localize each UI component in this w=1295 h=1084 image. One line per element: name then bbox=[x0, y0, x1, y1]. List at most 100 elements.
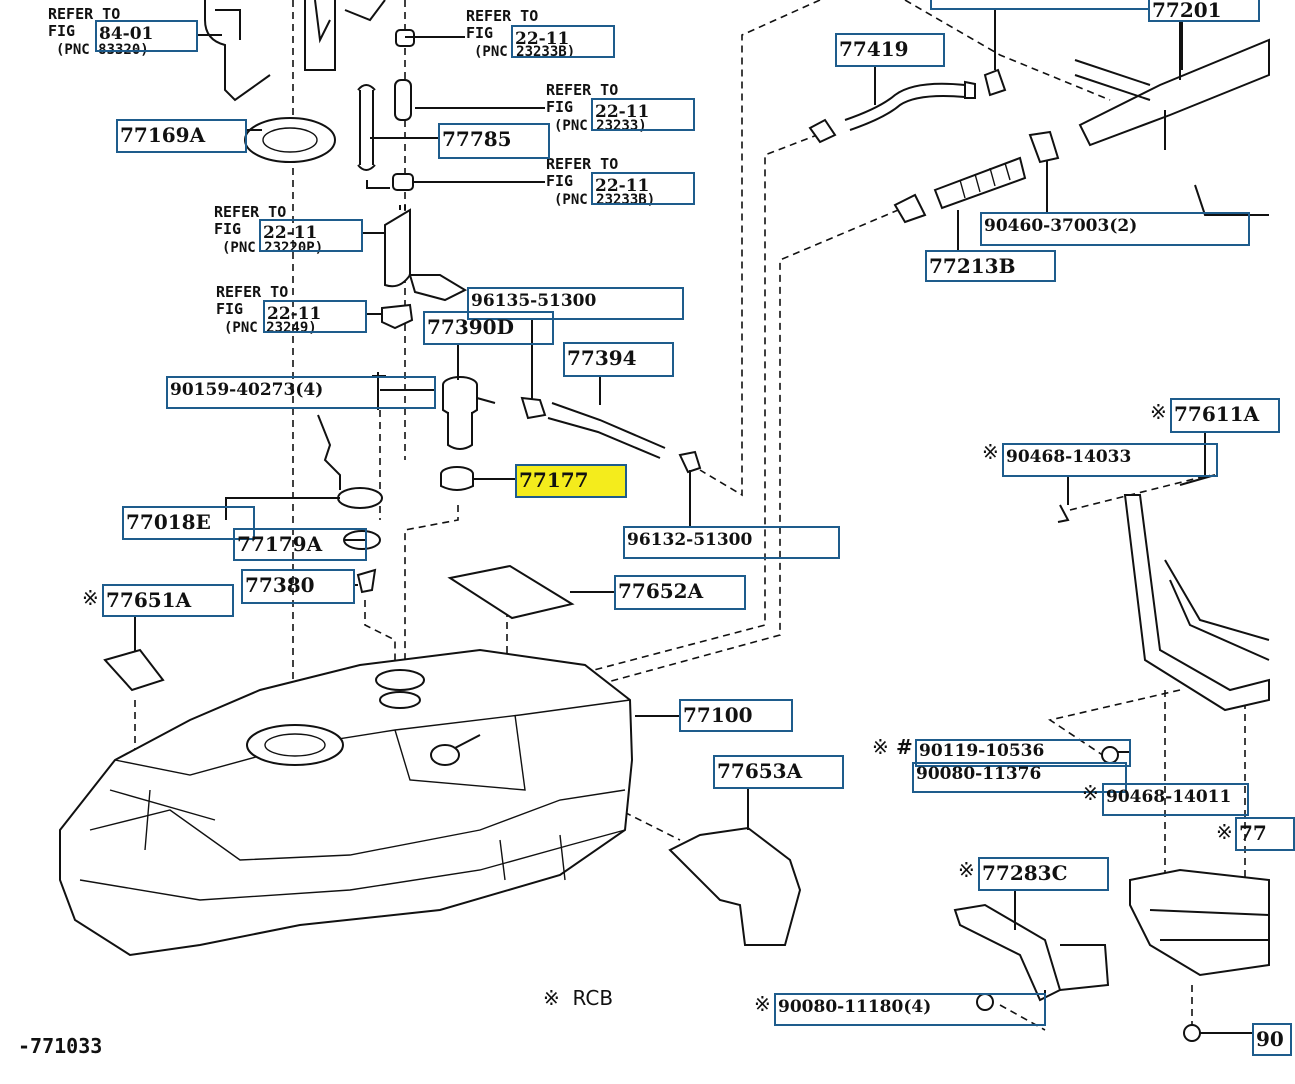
note-mark-icon: ※ bbox=[1216, 820, 1233, 844]
gasket-part bbox=[244, 117, 336, 163]
part-label-96132-51300[interactable]: 96132-51300 bbox=[623, 526, 840, 559]
tank-protector-part bbox=[1129, 868, 1270, 977]
fig-ref-84-01[interactable]: 84-01 bbox=[95, 20, 198, 52]
hose-part bbox=[844, 82, 966, 131]
note-mark-icon: ※ bbox=[754, 992, 771, 1016]
tank-inlet-part bbox=[430, 744, 460, 766]
leader-lines bbox=[134, 10, 1206, 1010]
note-mark-icon: ※ bbox=[1150, 400, 1167, 424]
drawing-code: -771033 bbox=[18, 1034, 103, 1058]
part-label-77177-highlighted[interactable]: 77177 bbox=[515, 464, 627, 498]
refer-callout-22-11-e: REFER TO FIG (PNC 23249) bbox=[216, 283, 317, 336]
part-label-77100[interactable]: 77100 bbox=[679, 699, 793, 732]
part-label-77785[interactable]: 77785 bbox=[438, 123, 550, 159]
routing-line bbox=[559, 779, 681, 841]
part-label-96135-51300[interactable]: 96135-51300 bbox=[467, 287, 684, 320]
part-label-77611A[interactable]: 77611A bbox=[1170, 398, 1280, 433]
stay-bracket-part bbox=[1059, 944, 1110, 991]
assembly-line bbox=[404, 505, 459, 690]
fig-ref-22-11-c[interactable]: 22-11 bbox=[591, 172, 695, 205]
grommet-part bbox=[440, 474, 474, 491]
fuel-tank-part bbox=[394, 714, 526, 791]
leader-line bbox=[225, 497, 340, 520]
fuel-gauge-rod-part bbox=[357, 84, 376, 171]
clip-part bbox=[678, 450, 702, 474]
fig-ref-22-11-e[interactable]: 22-11 bbox=[263, 300, 367, 333]
fuel-tank-part bbox=[89, 789, 626, 861]
pump-filter-part bbox=[408, 274, 468, 302]
part-label-77201[interactable]: 77201 bbox=[1148, 0, 1260, 22]
tank-band-part bbox=[1164, 559, 1270, 661]
routing-line bbox=[479, 129, 831, 701]
filler-hose-part bbox=[959, 162, 1011, 199]
clamp-part bbox=[983, 68, 1007, 97]
part-label-90468-14011[interactable]: 90468-14011 bbox=[1102, 783, 1249, 816]
note-mark-icon: ※ bbox=[958, 858, 975, 882]
tank-pad-part bbox=[447, 564, 575, 620]
part-label-77419[interactable]: 77419 bbox=[835, 33, 945, 67]
fig-ref-22-11-a[interactable]: 22-11 bbox=[511, 25, 615, 58]
note-mark-icon: ※ bbox=[82, 586, 99, 610]
fuel-tank-part bbox=[59, 648, 634, 957]
valve-part bbox=[442, 385, 478, 417]
stay-bracket-part bbox=[953, 903, 1062, 1002]
legend: ※ RCB bbox=[543, 986, 613, 1010]
fuel-pump-part bbox=[399, 205, 406, 210]
part-label-77652A[interactable]: 77652A bbox=[614, 575, 746, 610]
sender-gauge-part bbox=[317, 414, 341, 490]
fig-ref-22-11-d[interactable]: 22-11 bbox=[259, 219, 363, 252]
part-label-90159-40273[interactable]: 90159-40273(4) bbox=[166, 376, 436, 409]
part-label-90460-37003[interactable]: 90460-37003(2) bbox=[980, 212, 1250, 246]
cushion-part bbox=[381, 303, 414, 330]
tank-inlet-part bbox=[454, 734, 481, 749]
legend-text: RCB bbox=[572, 986, 614, 1010]
routing-line bbox=[559, 204, 911, 696]
part-label-77169A[interactable]: 77169A bbox=[116, 119, 247, 153]
pump-bracket-part bbox=[344, 0, 386, 22]
part-label-90-truncated[interactable]: 90 bbox=[1252, 1023, 1292, 1056]
tank-opening-part bbox=[246, 724, 344, 766]
parts-diagram: REFER TO FIG (PNC 83320) 84-01 REFER TO … bbox=[18, 0, 1295, 1058]
refer-callout-84-01: REFER TO FIG (PNC 83320) bbox=[48, 5, 149, 58]
fuel-pump-part bbox=[384, 208, 411, 288]
part-label-77213B[interactable]: 77213B bbox=[925, 250, 1056, 282]
routing-line bbox=[904, 0, 1111, 101]
part-label-90080-11180[interactable]: 90080-11180(4) bbox=[774, 993, 1046, 1026]
filler-pipe-part bbox=[1078, 38, 1270, 147]
routing-line bbox=[1164, 690, 1246, 1030]
part-label-truncated-top[interactable] bbox=[930, 0, 1150, 10]
part-label-77394[interactable]: 77394 bbox=[563, 342, 674, 377]
routing-line bbox=[1069, 474, 1211, 511]
clamp-part bbox=[893, 193, 927, 224]
tank-protector-part bbox=[1149, 909, 1270, 941]
part-label-77018E[interactable]: 77018E bbox=[122, 506, 255, 540]
clip-part bbox=[356, 568, 377, 594]
part-label-77380[interactable]: 77380 bbox=[241, 569, 355, 604]
tank-band-part bbox=[1123, 494, 1270, 712]
valve-part bbox=[447, 412, 473, 450]
part-label-90119-10536[interactable]: 90119-10536 bbox=[915, 739, 1131, 767]
part-label-77179A[interactable]: 77179A bbox=[233, 528, 367, 561]
part-label-77283C[interactable]: 77283C bbox=[978, 857, 1109, 891]
note-mark-icon: ※ bbox=[1082, 781, 1099, 805]
part-label-77651A[interactable]: 77651A bbox=[102, 584, 234, 617]
note-mark-icon: ※ bbox=[872, 735, 889, 759]
clip-part bbox=[392, 173, 414, 191]
part-label-90468-14033[interactable]: 90468-14033 bbox=[1002, 443, 1218, 477]
fuel-tank-part bbox=[79, 829, 626, 901]
tank-opening-part bbox=[264, 733, 326, 757]
part-label-77-truncated[interactable]: 77 bbox=[1235, 817, 1295, 851]
hash-mark-icon: # bbox=[896, 735, 913, 759]
valve-part bbox=[476, 397, 496, 404]
note-mark-icon: ※ bbox=[982, 440, 999, 464]
fig-ref-22-11-b[interactable]: 22-11 bbox=[591, 98, 695, 131]
part-label-77390D[interactable]: 77390D bbox=[423, 311, 554, 345]
part-label-77653A[interactable]: 77653A bbox=[713, 755, 844, 789]
clamp-part bbox=[1028, 130, 1060, 164]
clip-part bbox=[1057, 504, 1070, 523]
hose-part bbox=[964, 80, 976, 99]
part-label-90080-11376[interactable]: 90080-11376 bbox=[912, 762, 1127, 793]
connector-line bbox=[366, 180, 390, 189]
refer-callout-22-11-a: REFER TO FIG (PNC 23233B) bbox=[466, 7, 576, 60]
hose-part bbox=[547, 402, 666, 459]
